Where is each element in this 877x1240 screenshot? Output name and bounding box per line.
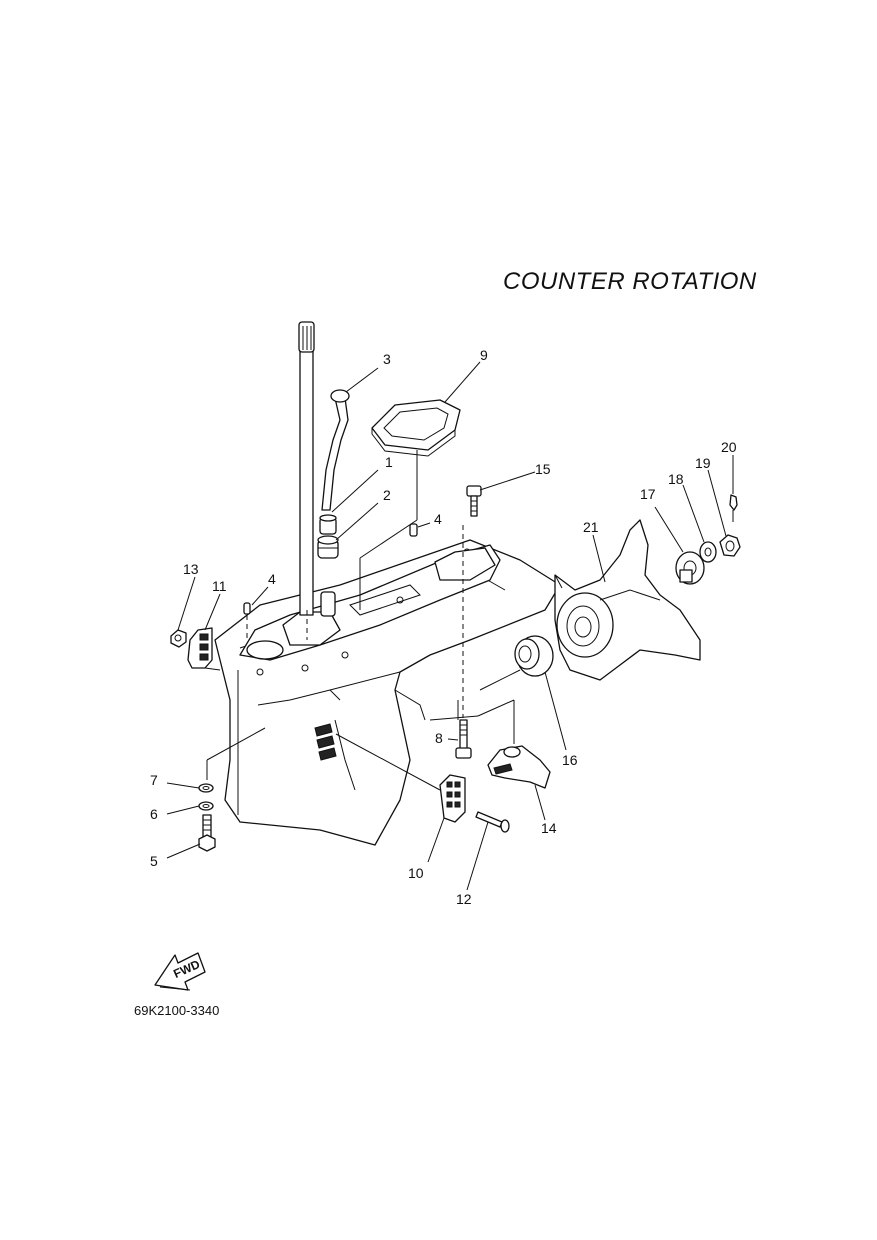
callout-9: 9 <box>480 347 488 363</box>
callout-14: 14 <box>541 820 557 836</box>
callout-7: 7 <box>150 772 158 788</box>
fwd-arrow-icon <box>154 952 206 991</box>
dowel-pin-part-4-left <box>243 602 251 615</box>
callout-8: 8 <box>435 730 443 746</box>
propeller-part-21 <box>554 519 701 681</box>
dowel-pin-part-4-right <box>409 523 418 537</box>
callout-21: 21 <box>583 519 599 535</box>
callout-18: 18 <box>668 471 684 487</box>
callout-13: 13 <box>183 561 199 577</box>
trim-tab-part-14 <box>487 745 551 789</box>
callout-15: 15 <box>535 461 551 477</box>
callout-17: 17 <box>640 486 656 502</box>
screw-part-12 <box>475 811 510 833</box>
callout-5: 5 <box>150 853 158 869</box>
callout-4-right: 4 <box>434 511 442 527</box>
bolt-part-8 <box>455 719 472 759</box>
drawing-code: 69K2100-3340 <box>134 1003 220 1018</box>
callout-1: 1 <box>385 454 393 470</box>
nut-part-19 <box>719 534 741 557</box>
washer-part-18 <box>699 541 717 563</box>
seal-part-2 <box>317 535 339 559</box>
spacer-part-16 <box>514 635 554 677</box>
callout-11: 11 <box>212 578 227 594</box>
water-tube-part-3 <box>321 389 350 511</box>
callout-12: 12 <box>456 891 472 907</box>
callout-3: 3 <box>383 351 391 367</box>
gasket-part-9 <box>371 399 461 457</box>
grommet-part-1 <box>319 514 337 535</box>
washer-part-7 <box>198 783 214 793</box>
nut-part-13 <box>170 629 187 648</box>
callout-10: 10 <box>408 865 424 881</box>
callout-2: 2 <box>383 487 391 503</box>
diagram-title: COUNTER ROTATION <box>503 268 757 295</box>
drive-shaft-bushing <box>320 591 336 617</box>
callout-6: 6 <box>150 806 158 822</box>
callout-19: 19 <box>695 455 711 471</box>
drive-shaft <box>298 321 315 616</box>
anode-part-11 <box>187 627 213 669</box>
callout-16: 16 <box>562 752 578 768</box>
bolt-part-5 <box>198 814 216 852</box>
leader-lines <box>166 361 734 891</box>
callout-20: 20 <box>721 439 737 455</box>
washer-part-6 <box>198 801 214 811</box>
anode-part-10 <box>439 774 466 823</box>
cotter-pin-part-20 <box>729 494 738 522</box>
thrust-washer-part-17 <box>675 551 705 585</box>
lower-casing <box>214 539 561 846</box>
bolt-part-15 <box>466 485 482 517</box>
callout-4-left: 4 <box>268 571 276 587</box>
